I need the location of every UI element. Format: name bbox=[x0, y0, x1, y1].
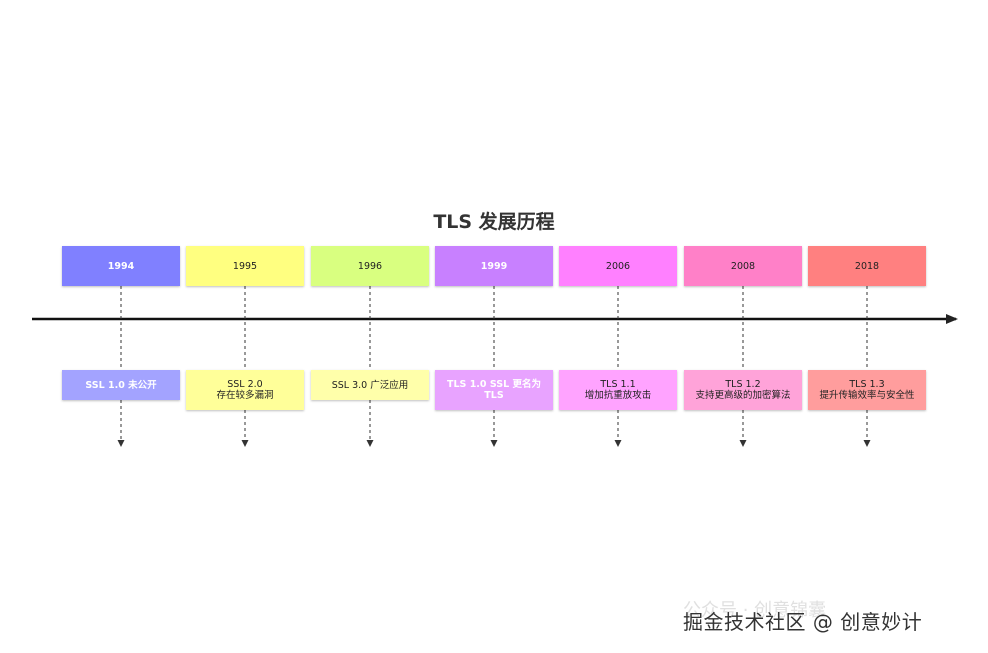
year-box: 2008 bbox=[684, 246, 802, 286]
year-label: 1994 bbox=[107, 260, 135, 272]
year-box: 1995 bbox=[186, 246, 304, 286]
event-box: TLS 1.3 提升传输效率与安全性 bbox=[808, 370, 926, 410]
event-box: SSL 2.0 存在较多漏洞 bbox=[186, 370, 304, 410]
year-label: 1999 bbox=[480, 260, 508, 272]
year-box: 1994 bbox=[62, 246, 180, 286]
year-label: 1995 bbox=[232, 260, 258, 272]
year-label: 2006 bbox=[605, 260, 631, 272]
connector-lines bbox=[117, 286, 871, 447]
event-label: TLS 1.2 支持更高级的加密算法 bbox=[695, 379, 791, 401]
event-label: TLS 1.1 增加抗重放攻击 bbox=[584, 379, 652, 401]
event-label: TLS 1.3 提升传输效率与安全性 bbox=[819, 379, 915, 401]
event-box: TLS 1.1 增加抗重放攻击 bbox=[559, 370, 677, 410]
event-box: TLS 1.2 支持更高级的加密算法 bbox=[684, 370, 802, 410]
event-box: TLS 1.0 SSL 更名为 TLS bbox=[435, 370, 553, 410]
year-box: 1999 bbox=[435, 246, 553, 286]
year-label: 1996 bbox=[357, 260, 383, 272]
watermark: 掘金技术社区 @ 创意妙计 bbox=[683, 610, 923, 634]
event-label: SSL 1.0 未公开 bbox=[85, 379, 157, 391]
year-box: 2018 bbox=[808, 246, 926, 286]
year-box: 2006 bbox=[559, 246, 677, 286]
watermark-ghost: 公众号 · 创意锦囊 bbox=[683, 600, 827, 621]
year-label: 2018 bbox=[854, 260, 880, 272]
year-box: 1996 bbox=[311, 246, 429, 286]
event-box: SSL 1.0 未公开 bbox=[62, 370, 180, 400]
event-box: SSL 3.0 广泛应用 bbox=[311, 370, 429, 400]
year-label: 2008 bbox=[730, 260, 756, 272]
event-label: TLS 1.0 SSL 更名为 TLS bbox=[447, 379, 541, 401]
event-label: SSL 2.0 存在较多漏洞 bbox=[216, 379, 274, 401]
event-label: SSL 3.0 广泛应用 bbox=[331, 379, 409, 391]
diagram-title: TLS 发展历程 bbox=[433, 211, 555, 233]
